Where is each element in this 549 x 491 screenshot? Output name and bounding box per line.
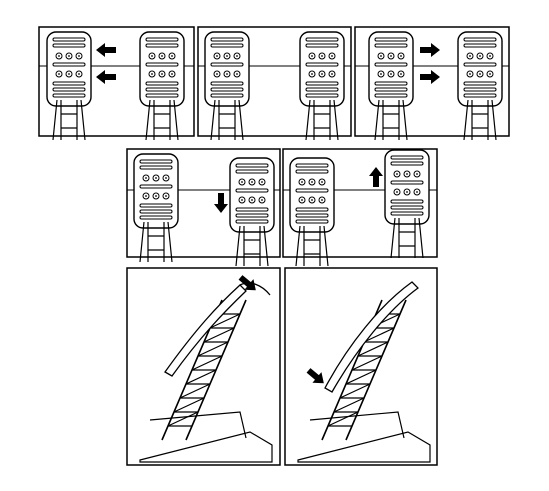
panel-row1-left (38, 26, 195, 141)
diagonal-arrow-icon (238, 275, 256, 291)
panel-row2-left (126, 148, 281, 267)
panel-row3-left (126, 267, 281, 466)
panel-row1-middle (197, 26, 352, 141)
panel-row2-right (282, 148, 438, 267)
panel-row1-right (354, 26, 510, 141)
diagonal-arrow-icon (306, 368, 324, 384)
panel-row3-right (284, 267, 438, 466)
